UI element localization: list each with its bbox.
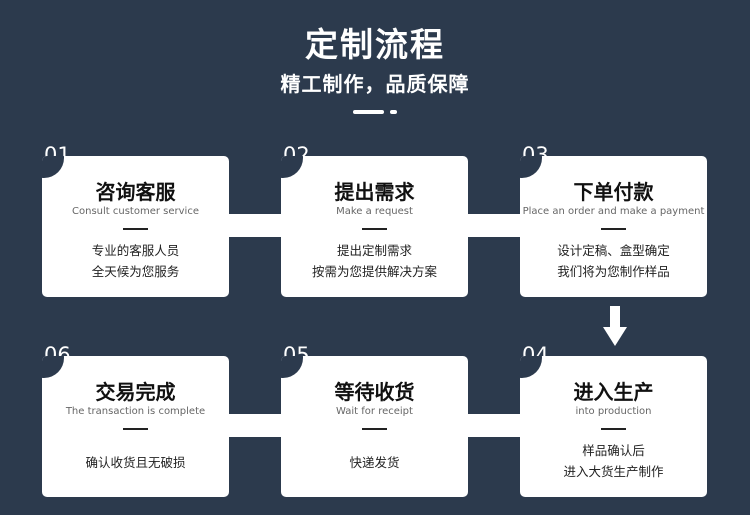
step-desc-line-1: 提出定制需求 xyxy=(336,243,412,258)
step-card-05: 等待收货 Wait for receipt 快递发货 xyxy=(281,356,468,497)
decoration-dot xyxy=(390,110,397,114)
step-desc-line-1: 确认收货且无破损 xyxy=(85,455,186,470)
step-divider xyxy=(362,428,387,430)
step-subtitle: The transaction is complete xyxy=(65,406,206,417)
step-description: 设计定稿、盒型确定 我们将为您制作样品 xyxy=(520,240,707,282)
step-desc-line-2: 进入大货生产制作 xyxy=(563,464,664,479)
step-subtitle: Consult customer service xyxy=(72,206,199,217)
step-desc-line-1: 专业的客服人员 xyxy=(91,243,180,258)
step-description: 样品确认后 进入大货生产制作 xyxy=(520,440,707,482)
card-notch xyxy=(281,156,303,178)
step-title: 交易完成 xyxy=(95,380,176,404)
step-description: 确认收货且无破损 xyxy=(42,452,229,473)
step-divider xyxy=(601,228,626,230)
step-title: 等待收货 xyxy=(334,380,415,404)
step-divider xyxy=(123,228,148,230)
connector-01-02 xyxy=(229,214,281,237)
step-subtitle: Wait for receipt xyxy=(336,406,413,417)
step-title: 下单付款 xyxy=(573,180,654,204)
card-notch xyxy=(42,356,64,378)
card-notch xyxy=(520,156,542,178)
card-notch xyxy=(520,356,542,378)
step-desc-line-2: 我们将为您制作样品 xyxy=(557,264,670,279)
connector-04-05 xyxy=(468,414,520,437)
step-divider xyxy=(601,428,626,430)
page-subtitle: 精工制作，品质保障 xyxy=(280,72,470,96)
step-desc-line-1: 快递发货 xyxy=(349,455,400,470)
decoration-bar xyxy=(353,110,384,114)
step-card-01: 咨询客服 Consult customer service 专业的客服人员 全天… xyxy=(42,156,229,297)
connector-02-03 xyxy=(468,214,520,237)
step-divider xyxy=(123,428,148,430)
step-desc-line-2: 全天候为您服务 xyxy=(91,264,180,279)
arrow-down-icon xyxy=(603,306,627,346)
step-card-03: 下单付款 Place an order and make a payment 设… xyxy=(520,156,707,297)
card-notch xyxy=(281,356,303,378)
step-description: 专业的客服人员 全天候为您服务 xyxy=(42,240,229,282)
step-card-06: 交易完成 The transaction is complete 确认收货且无破… xyxy=(42,356,229,497)
step-card-04: 进入生产 into production 样品确认后 进入大货生产制作 xyxy=(520,356,707,497)
step-title: 提出需求 xyxy=(334,180,415,204)
step-title: 进入生产 xyxy=(573,380,654,404)
page-title: 定制流程 xyxy=(305,25,445,64)
step-subtitle: Make a request xyxy=(336,206,413,217)
connector-05-06 xyxy=(229,414,281,437)
step-card-02: 提出需求 Make a request 提出定制需求 按需为您提供解决方案 xyxy=(281,156,468,297)
step-subtitle: into production xyxy=(575,406,652,417)
step-description: 快递发货 xyxy=(281,452,468,473)
step-desc-line-2: 按需为您提供解决方案 xyxy=(311,264,437,279)
step-desc-line-1: 设计定稿、盒型确定 xyxy=(557,243,670,258)
step-divider xyxy=(362,228,387,230)
step-description: 提出定制需求 按需为您提供解决方案 xyxy=(281,240,468,282)
step-title: 咨询客服 xyxy=(95,180,176,204)
step-subtitle: Place an order and make a payment xyxy=(522,206,705,217)
step-desc-line-1: 样品确认后 xyxy=(582,443,645,458)
card-notch xyxy=(42,156,64,178)
